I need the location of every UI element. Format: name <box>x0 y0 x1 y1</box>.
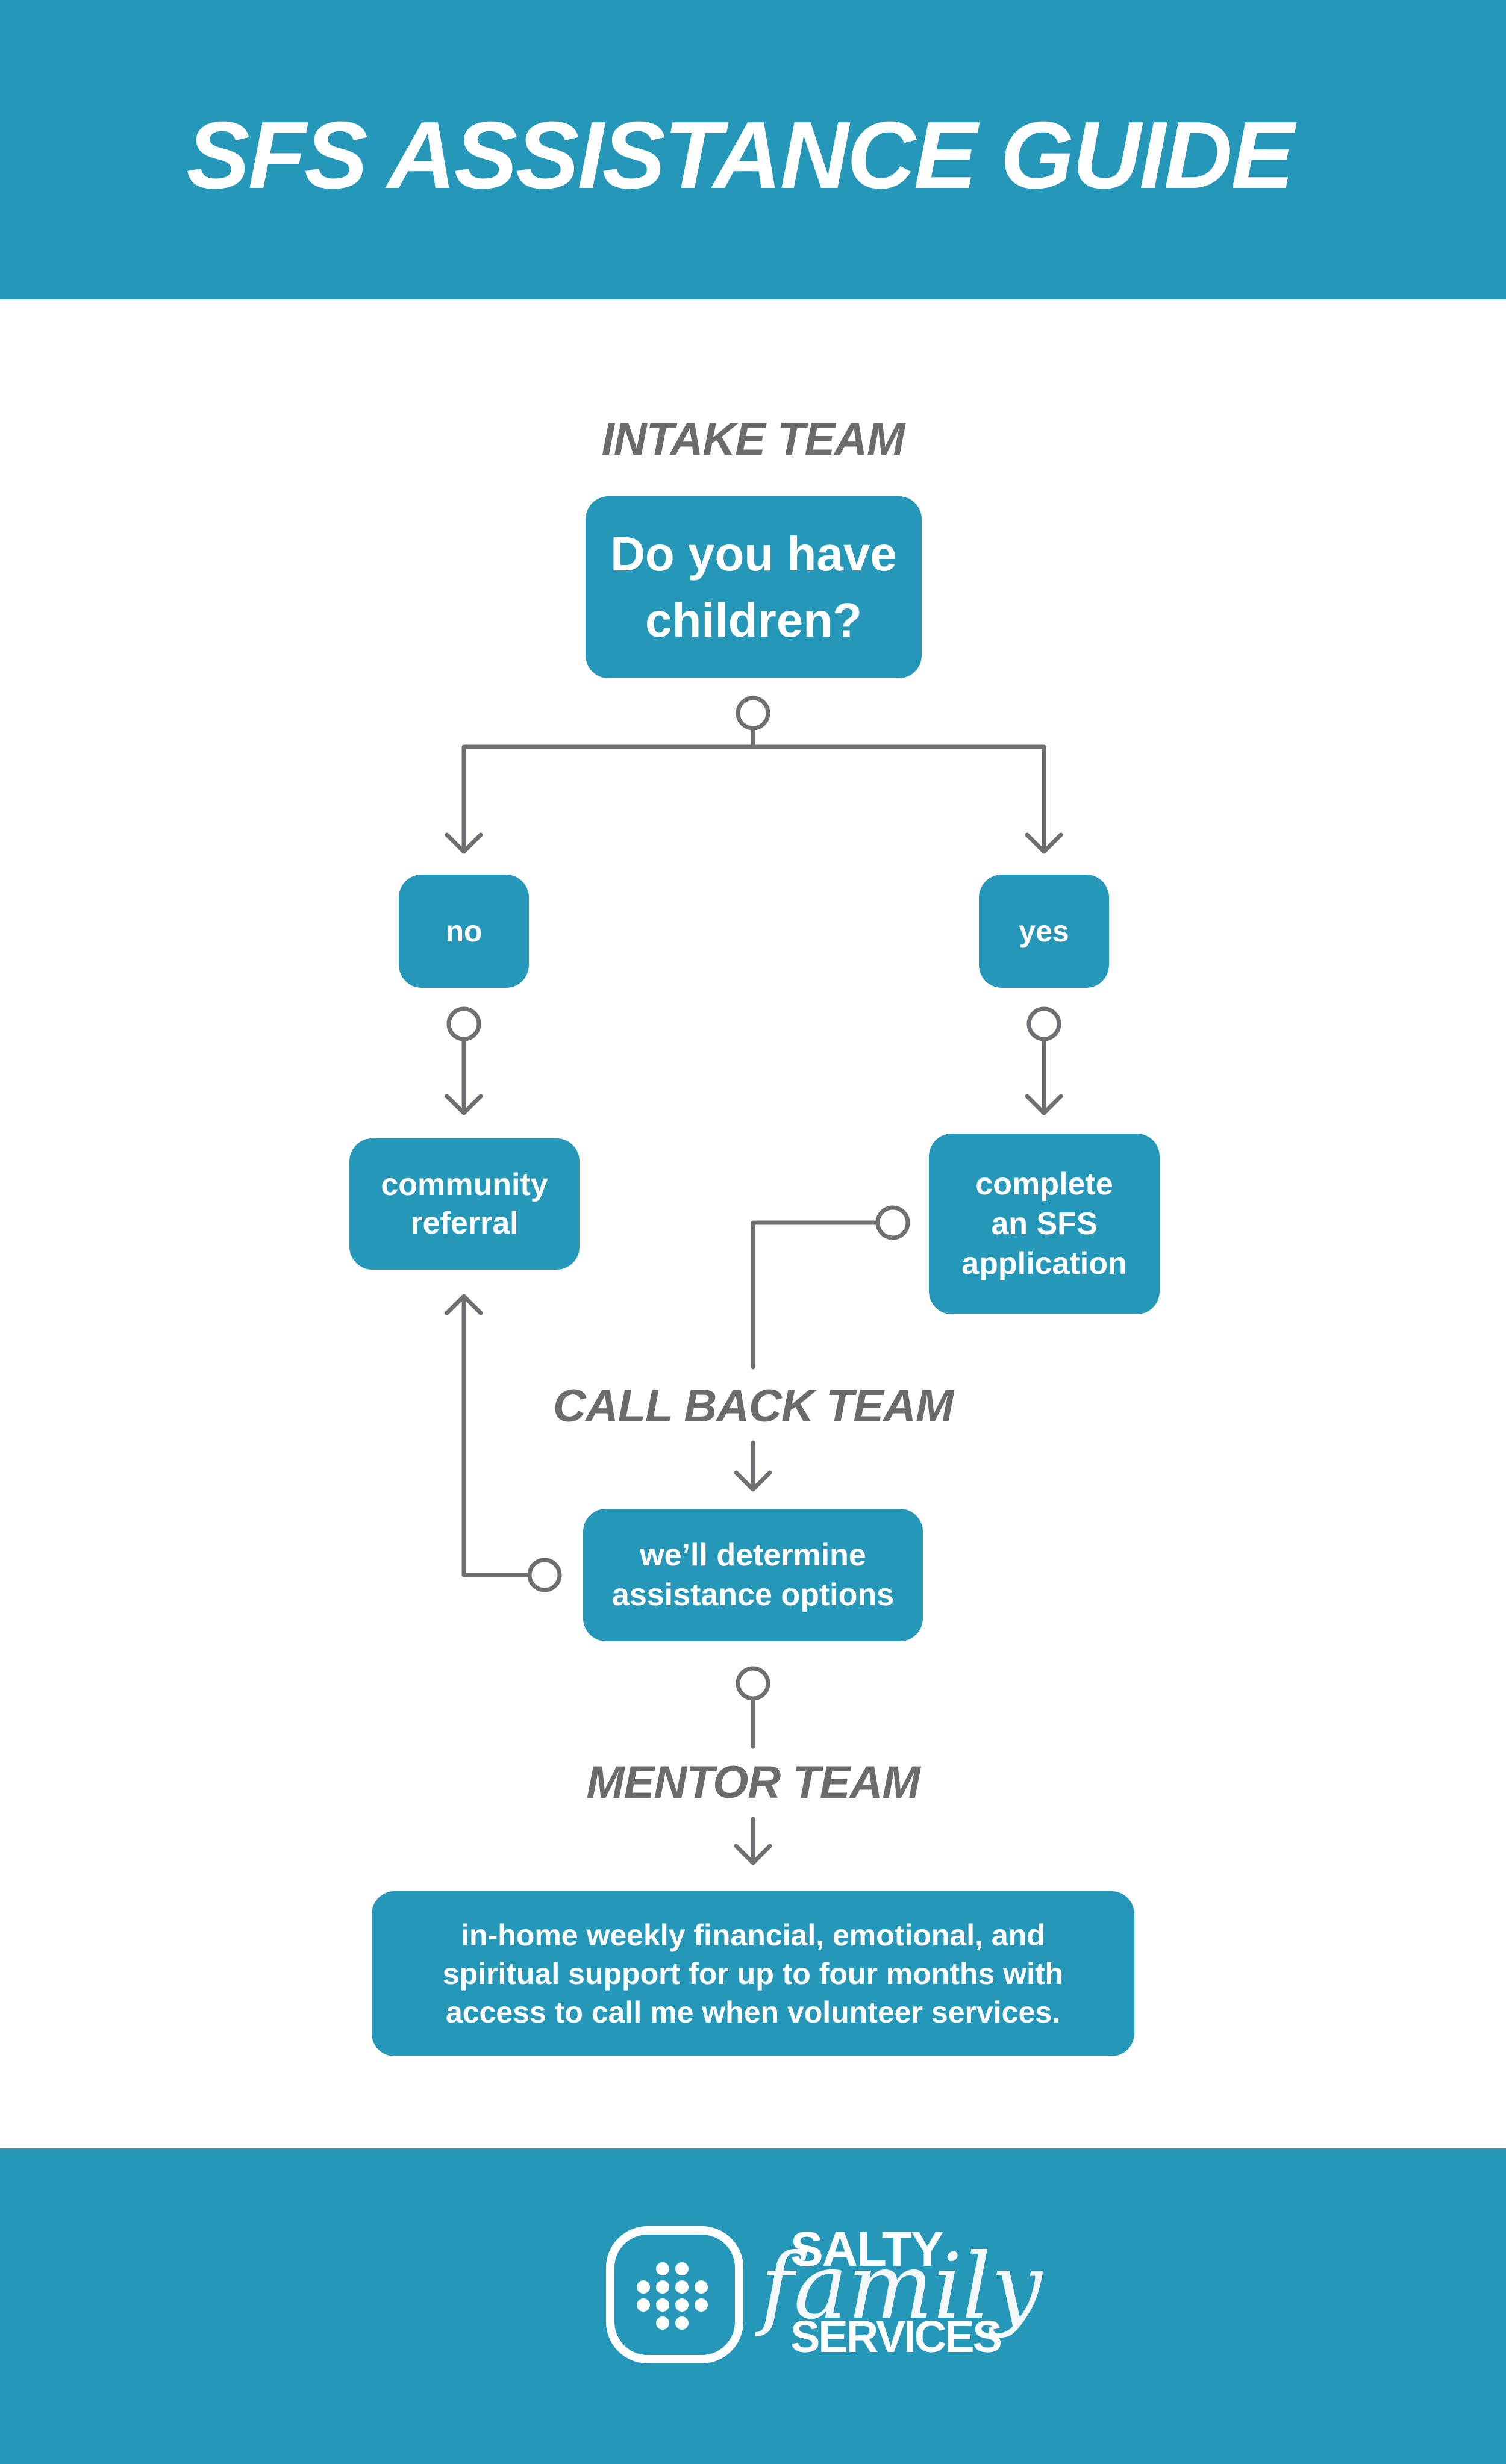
application-box: complete an SFS application <box>929 1134 1160 1314</box>
answer-yes-label: yes <box>1019 914 1069 948</box>
arrow-head-determine <box>734 1470 772 1492</box>
application-line-3: application <box>961 1246 1127 1281</box>
salty-family-logo-icon <box>606 2226 743 2363</box>
determine-options-box: we’ll determine assistance options <box>583 1509 923 1641</box>
header-banner: SFS ASSISTANCE GUIDE <box>0 0 1506 299</box>
section-label-mentor-team: MENTOR TEAM <box>586 1757 920 1808</box>
arrow-head-referral-return <box>445 1294 483 1315</box>
community-referral-line-1: community <box>381 1167 548 1202</box>
arrow-head-application <box>1025 1094 1063 1115</box>
connector-node-application <box>875 1205 910 1240</box>
connector-node-determine-left <box>527 1558 562 1592</box>
connector-node-no <box>446 1006 481 1041</box>
section-label-call-back-team: CALL BACK TEAM <box>552 1380 954 1432</box>
determine-line-1: we’ll determine <box>640 1538 866 1573</box>
answer-no-label: no <box>445 914 483 948</box>
footer-banner <box>0 2148 1506 2464</box>
logo-text-salty: SALTY <box>790 2222 944 2277</box>
support-line-1: in-home weekly financial, emotional, and <box>461 1918 1045 1952</box>
arrow-head-no <box>445 832 483 854</box>
question-box-have-children: Do you have children? <box>586 496 922 678</box>
arrow-head-yes <box>1025 832 1063 854</box>
page-title: SFS ASSISTANCE GUIDE <box>186 102 1294 208</box>
connector-node-question <box>736 696 770 731</box>
question-line-1: Do you have <box>610 527 897 581</box>
arrow-head-support <box>734 1844 772 1865</box>
connector-node-yes <box>1026 1006 1061 1041</box>
answer-box-no: no <box>399 875 529 988</box>
support-line-2: spiritual support for up to four months … <box>442 1957 1064 1991</box>
connector-node-determine-bottom <box>736 1666 770 1701</box>
community-referral-line-2: referral <box>410 1206 519 1241</box>
answer-box-yes: yes <box>979 875 1109 988</box>
logo-text-family: family <box>760 2235 1042 2339</box>
support-line-3: access to call me when volunteer service… <box>446 1995 1060 2029</box>
section-label-intake-team: INTAKE TEAM <box>601 414 905 465</box>
connector-application-callback <box>751 1220 880 1370</box>
determine-line-2: assistance options <box>611 1577 895 1612</box>
mentor-support-box: in-home weekly financial, emotional, and… <box>372 1891 1134 2056</box>
community-referral-box: community referral <box>349 1138 580 1270</box>
connector-question-split <box>461 726 1046 852</box>
connector-determine-referral <box>461 1296 531 1577</box>
arrow-head-referral <box>445 1094 483 1115</box>
application-line-1: complete <box>975 1167 1113 1202</box>
application-line-2: an SFS <box>991 1206 1098 1241</box>
question-line-2: children? <box>645 593 863 647</box>
logo-text-services: SERVICES <box>790 2312 1002 2362</box>
